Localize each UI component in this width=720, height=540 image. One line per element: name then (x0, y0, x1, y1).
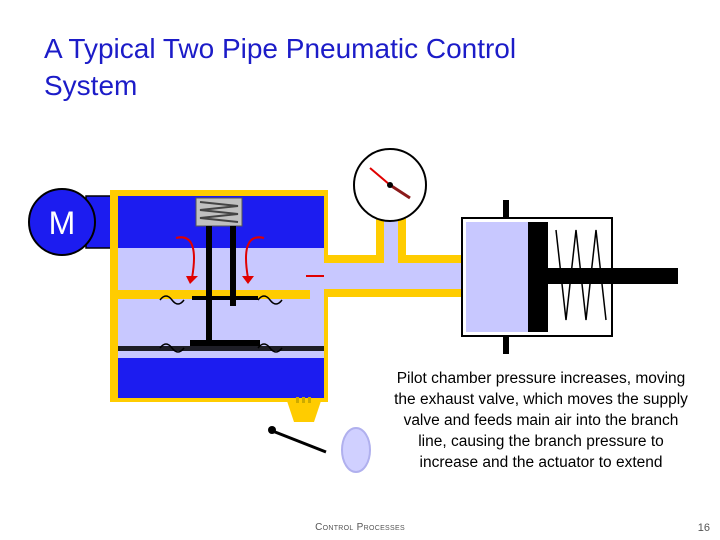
slide-page-number: 16 (697, 522, 710, 534)
exhaust-port (286, 398, 322, 422)
caption-line-1: Pilot chamber pressure increases, moving (396, 370, 686, 387)
caption-line-2: the exhaust valve, which moves the suppl… (394, 391, 688, 408)
diaphragm-left-lower (159, 343, 185, 353)
supply-valve-stem (206, 226, 212, 346)
diaphragm-left-upper (159, 295, 185, 305)
actuator-mount-bottom (503, 336, 509, 354)
diaphragms (159, 295, 283, 353)
diagram-caption: Pilot chamber pressure increases, moving… (360, 368, 720, 473)
caption-line-5: increase and the actuator to extend (419, 454, 663, 471)
lower-chamber (118, 358, 324, 398)
air-channel (310, 248, 324, 358)
gauge-pivot (387, 182, 393, 188)
actuator (461, 200, 678, 354)
exhaust-air-puff (341, 427, 371, 473)
gauge-needle (369, 167, 391, 186)
branch-pipe (324, 214, 464, 297)
gauge-pipe-inner (384, 214, 398, 263)
diaphragm-right-upper (257, 295, 283, 305)
caption-line-3: valve and feeds main air into the branch (403, 412, 679, 429)
curved-arrow-right (245, 236, 265, 279)
air-chamber (118, 248, 324, 358)
actuator-piston (528, 222, 548, 332)
valve-divider (118, 290, 324, 299)
curved-arrow-left-head (186, 276, 198, 284)
exhaust-valve-stem (230, 226, 236, 306)
lever-pivot (268, 426, 276, 434)
actuator-mount-top (503, 200, 509, 218)
slide-title: A Typical Two Pipe Pneumatic Control Sys… (44, 30, 644, 104)
actuator-rod (548, 268, 678, 284)
slide-footer: Control Processes (315, 522, 405, 533)
valve-disc (190, 340, 260, 346)
spring-coil (199, 201, 239, 223)
slide-title-line-2: System (44, 70, 138, 101)
exhaust-assembly (268, 426, 371, 473)
gauge-needle-tail (389, 183, 411, 200)
diaphragm-right-lower (257, 343, 283, 353)
actuator-spring (555, 229, 607, 321)
exhaust-lever (269, 428, 327, 454)
actuator-chamber (466, 222, 528, 332)
caption-line-4: line, causing the branch pressure to (418, 433, 664, 450)
valve-seat (192, 296, 258, 300)
curved-arrow-right-head (242, 276, 254, 284)
valve-stems (118, 226, 324, 351)
branch-pipe-inner (324, 263, 464, 289)
pressure-gauge (353, 148, 427, 222)
motor-circle (28, 188, 96, 256)
pilot-spring (195, 197, 243, 227)
curved-arrow-left (175, 236, 195, 279)
valve-diaphragm (118, 346, 324, 351)
motor: M (28, 188, 123, 256)
slide-title-line-1: A Typical Two Pipe Pneumatic Control (44, 33, 517, 64)
motor-label: M (49, 205, 76, 241)
